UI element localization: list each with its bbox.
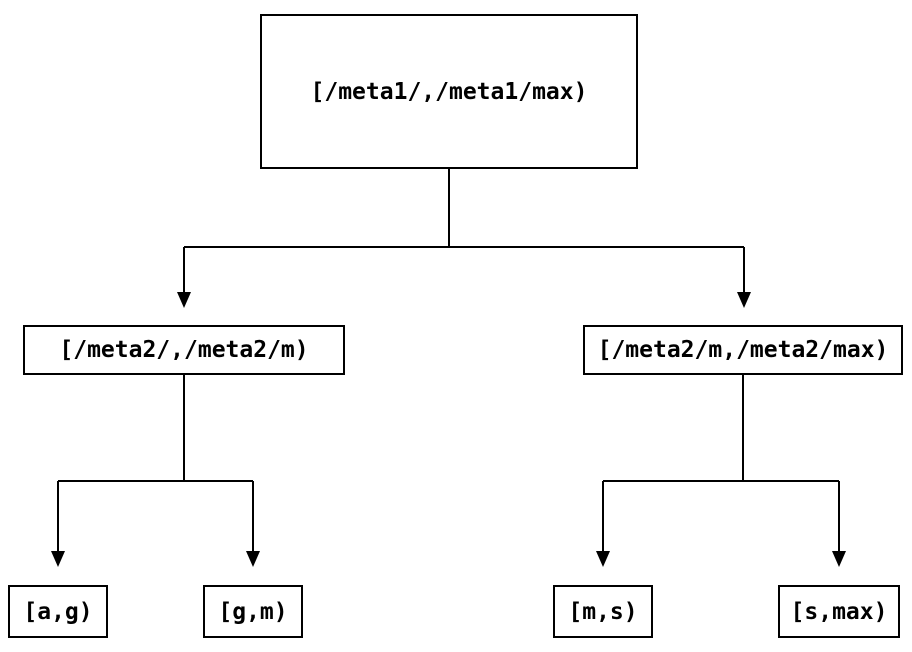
node-meta2-right-label: [/meta2/m,/meta2/max) bbox=[597, 337, 889, 363]
arrowhead-icon bbox=[596, 551, 610, 567]
node-meta2-left-label: [/meta2/,/meta2/m) bbox=[59, 337, 309, 363]
arrowhead-icon bbox=[246, 551, 260, 567]
arrowhead-icon bbox=[51, 551, 65, 567]
node-leaf-g-m-label: [g,m) bbox=[218, 598, 288, 625]
node-leaf-s-max: [s,max) bbox=[778, 585, 900, 638]
node-meta2-right: [/meta2/m,/meta2/max) bbox=[583, 325, 903, 375]
node-leaf-a-g-label: [a,g) bbox=[23, 598, 93, 625]
arrowhead-icon bbox=[177, 292, 191, 308]
node-leaf-m-s-label: [m,s) bbox=[568, 598, 638, 625]
node-root-label: [/meta1/,/meta1/max) bbox=[310, 78, 588, 105]
node-leaf-m-s: [m,s) bbox=[553, 585, 653, 638]
arrowhead-icon bbox=[737, 292, 751, 308]
node-meta2-left: [/meta2/,/meta2/m) bbox=[23, 325, 345, 375]
node-leaf-s-max-label: [s,max) bbox=[790, 598, 888, 625]
node-leaf-g-m: [g,m) bbox=[203, 585, 303, 638]
arrowhead-icon bbox=[832, 551, 846, 567]
node-leaf-a-g: [a,g) bbox=[8, 585, 108, 638]
node-root: [/meta1/,/meta1/max) bbox=[260, 14, 638, 169]
